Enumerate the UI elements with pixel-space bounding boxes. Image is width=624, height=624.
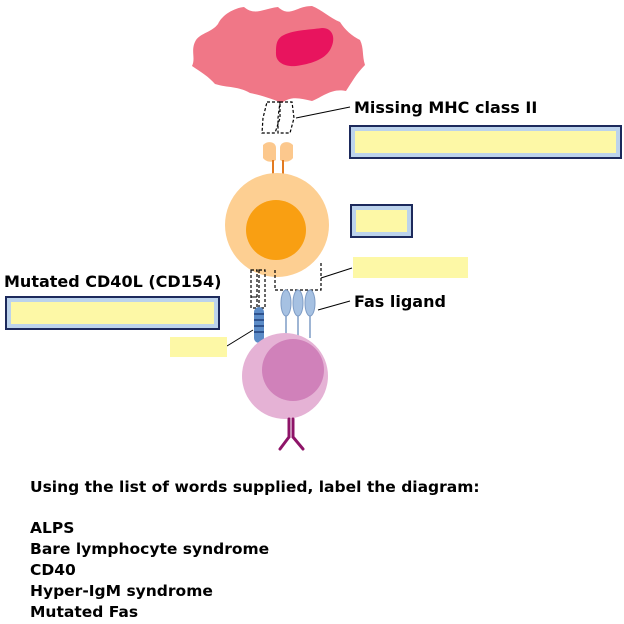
t-cell-nucleus [246,200,306,260]
fas-leader-line [320,267,353,279]
answer-box-mhc[interactable] [349,125,622,159]
word-list: ALPS Bare lymphocyte syndrome CD40 Hyper… [30,518,480,623]
fas-ligand-label: Fas ligand [354,292,446,311]
answer-blank-cd40[interactable] [170,337,227,357]
fas-ligand [280,289,316,317]
b-cell-nucleus [262,339,324,401]
missing-mhc-outline [261,101,295,134]
answer-blank-fas[interactable] [353,257,468,278]
b-cell-receptor [278,417,305,451]
word-item: ALPS [30,519,75,537]
instructions-heading: Using the list of words supplied, label … [30,478,480,496]
t-cell-receptor [263,142,293,176]
answer-box-cd40l[interactable] [5,296,220,330]
missing-mhc-label: Missing MHC class II [354,98,538,117]
word-item: Bare lymphocyte syndrome [30,540,270,558]
cd40-outline [250,269,266,309]
apc-nucleus [276,28,334,67]
word-item: Hyper-IgM syndrome [30,582,213,600]
instructions: Using the list of words supplied, label … [30,478,480,623]
cd40-leader-line [226,329,254,347]
cd40l-molecule [254,307,264,343]
mhc-leader-line [295,106,351,119]
answer-box-t-cell[interactable] [350,204,413,238]
word-item: CD40 [30,561,76,579]
word-item: Mutated Fas [30,603,139,621]
mutated-cd40l-label: Mutated CD40L (CD154) [4,272,222,291]
fas-ligand-leader-line [317,300,351,311]
